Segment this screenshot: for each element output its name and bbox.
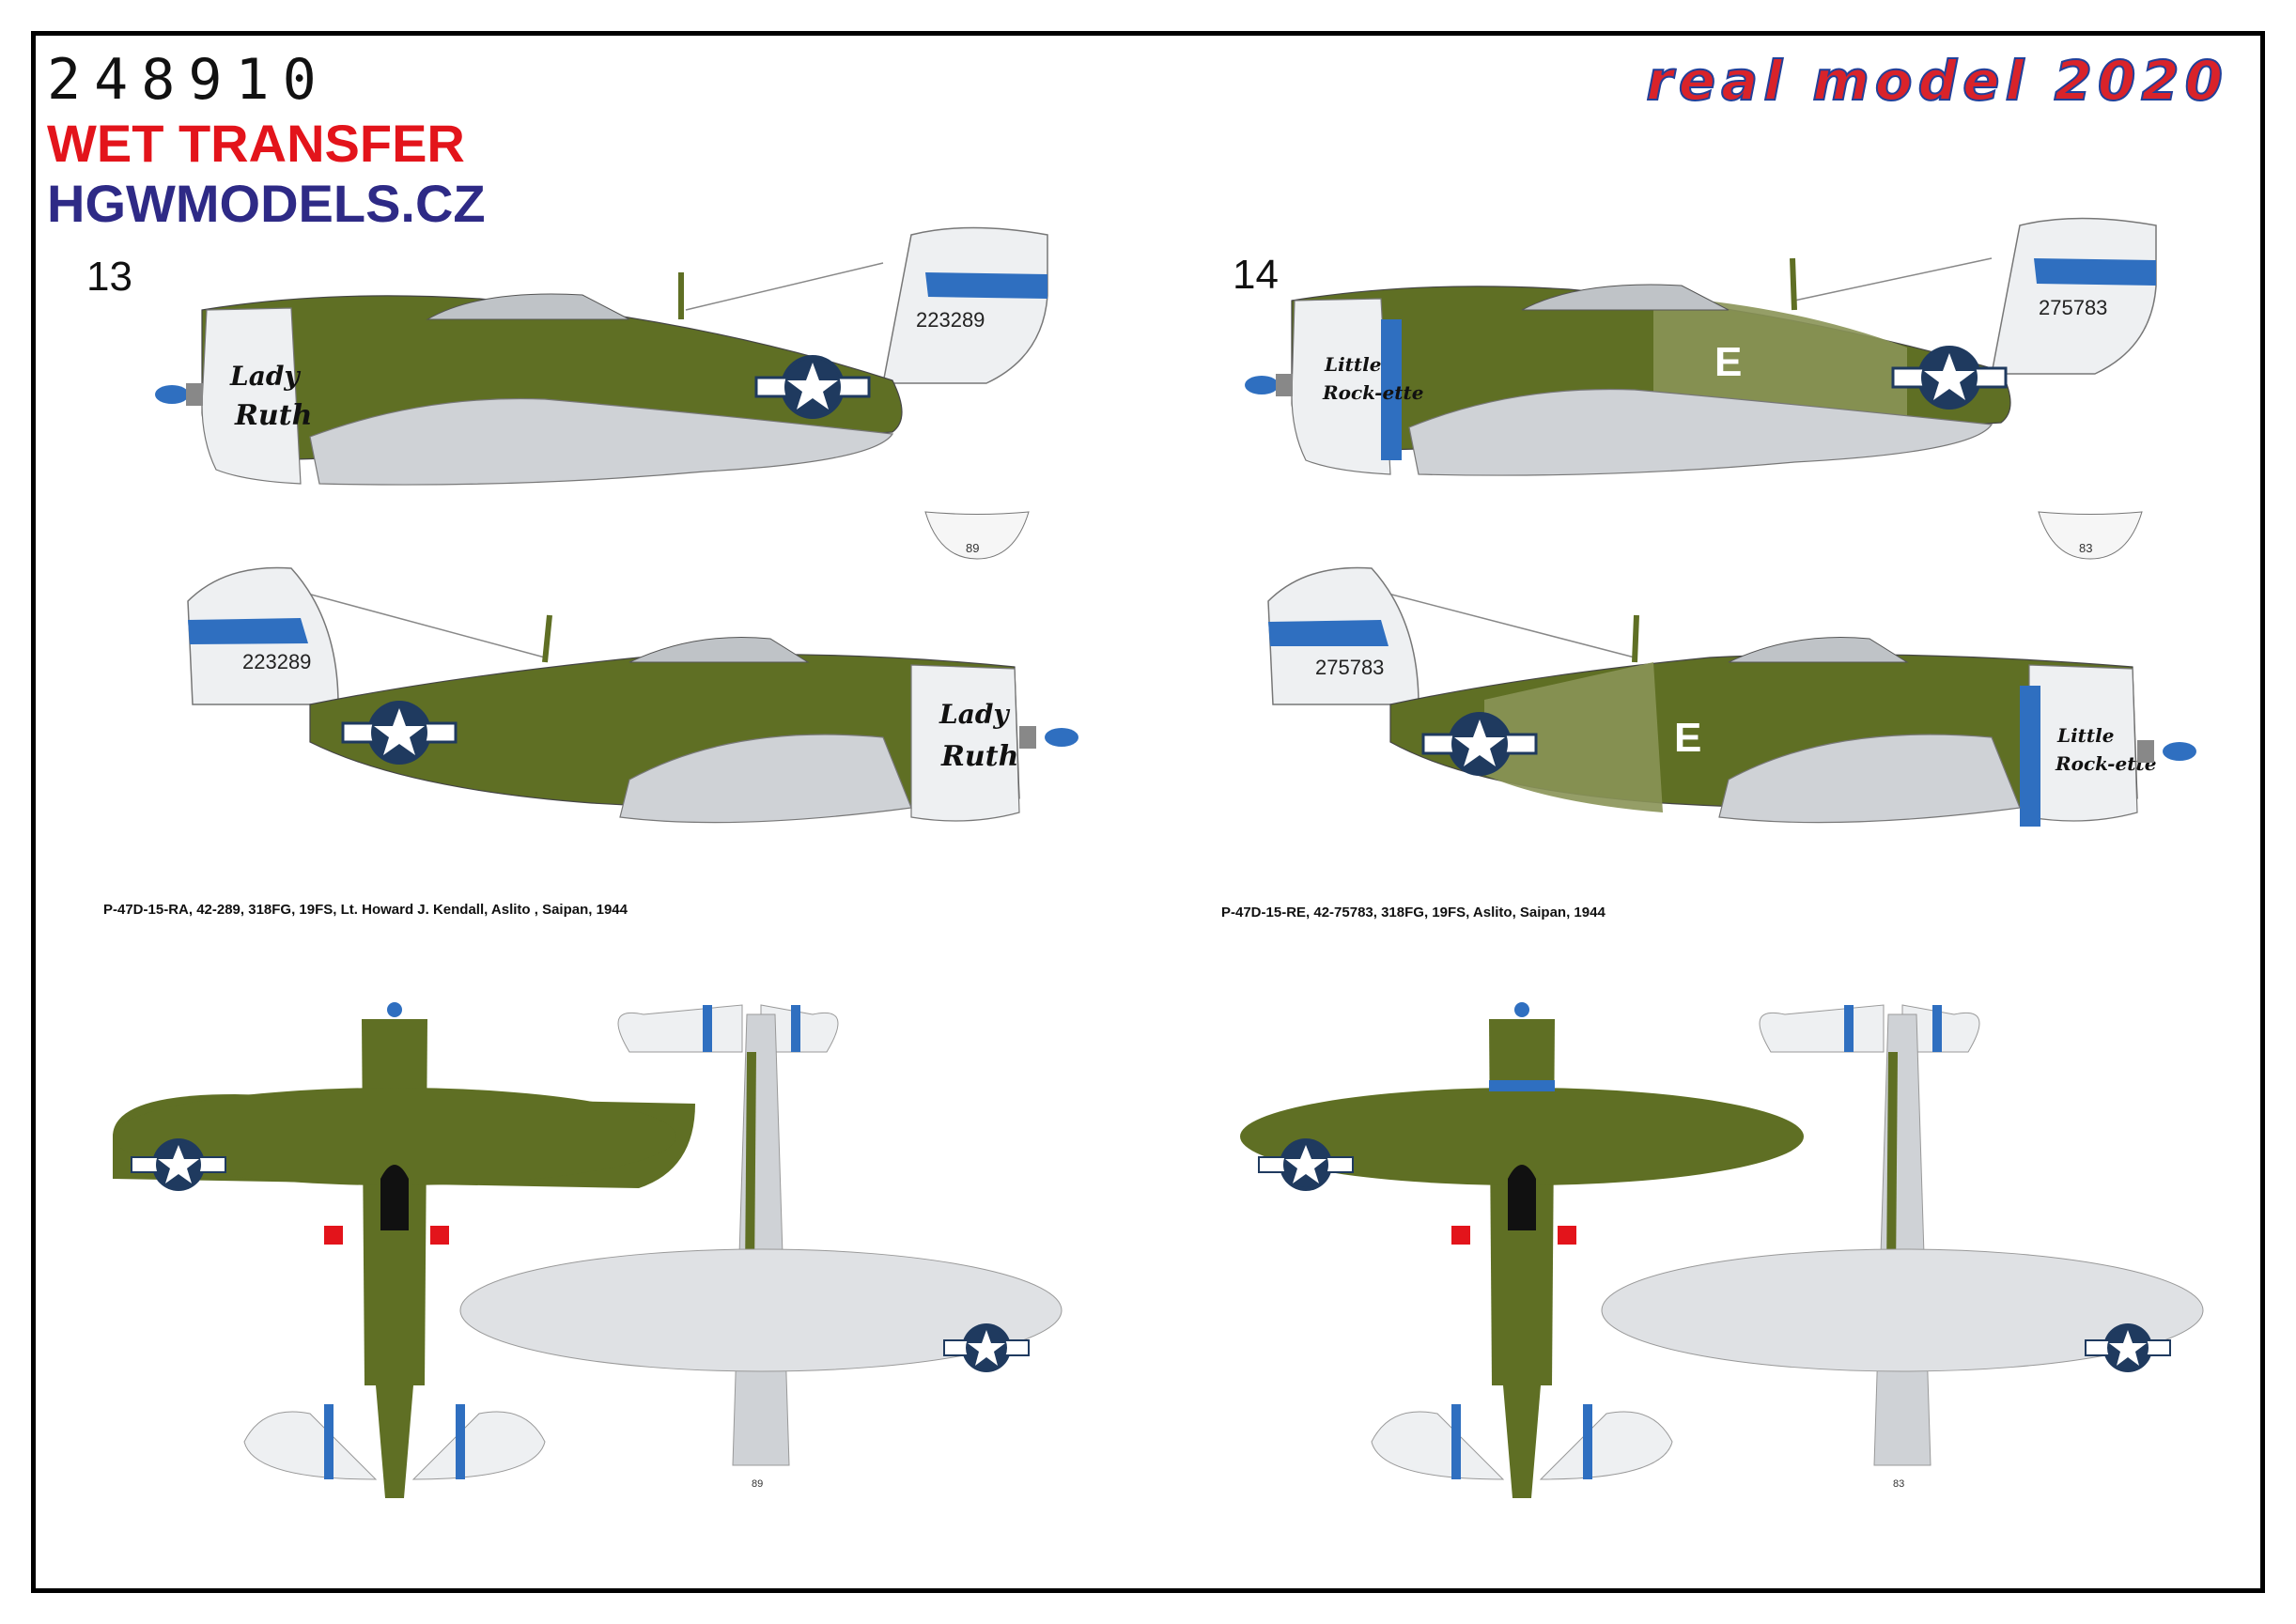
hood-marking-14: 83: [2038, 511, 2143, 560]
tail-serial: 223289: [916, 308, 985, 332]
nose-art-line2: Ruth: [940, 740, 1018, 773]
nose-art-line2: Ruth: [234, 399, 312, 432]
brand-logo: real model 2020: [1645, 48, 2228, 114]
tail-serial: 223289: [242, 650, 311, 673]
nose-art-line1: Lady: [229, 361, 301, 392]
aircraft-13-bottom-view: 89: [459, 1004, 1063, 1490]
transfer-type: WET TRANSFER: [47, 114, 465, 173]
svg-text:83: 83: [1893, 1478, 1904, 1490]
hood-number: 89: [966, 541, 979, 555]
svg-text:89: 89: [752, 1478, 763, 1490]
fuselage-letter: E: [1714, 339, 1742, 385]
caption-13: P-47D-15-RA, 42-289, 318FG, 19FS, Lt. Ho…: [103, 902, 628, 918]
aircraft-13-top-view: [113, 1002, 695, 1498]
nose-art-line1: Lady: [939, 699, 1010, 730]
aircraft-14-right-side: 275783 Little Rock-ette E: [1267, 566, 2196, 827]
aircraft-14-bottom-view: 83: [1601, 1004, 2204, 1490]
aircraft-14-left-side: 275783 Little Rock-ette E: [1245, 217, 2157, 476]
sheet-border: [31, 31, 2265, 1593]
tail-serial: 275783: [2039, 296, 2107, 319]
aircraft-14-top-view: [1240, 1002, 1804, 1498]
hood-marking-13: 89: [924, 511, 1030, 560]
fuselage-letter: E: [1674, 715, 1701, 761]
nose-art-line1: Little: [1324, 353, 1381, 376]
nose-art-line2: Rock-ette: [1322, 381, 1423, 404]
hood-number: 83: [2079, 541, 2092, 555]
profile-number-13: 13: [86, 254, 132, 300]
nose-art-line1: Little: [2056, 724, 2114, 747]
tail-serial: 275783: [1315, 656, 1384, 679]
aircraft-13-right-side: 223289 Lady Ruth: [187, 566, 1078, 824]
website-label: HGWMODELS.CZ: [47, 174, 486, 233]
profile-number-14: 14: [1233, 252, 1279, 298]
aircraft-13-left-side: 223289 Lady Ruth: [155, 226, 1048, 486]
product-code: 248910: [47, 47, 330, 113]
caption-14: P-47D-15-RE, 42-75783, 318FG, 19FS, Asli…: [1221, 905, 1606, 920]
